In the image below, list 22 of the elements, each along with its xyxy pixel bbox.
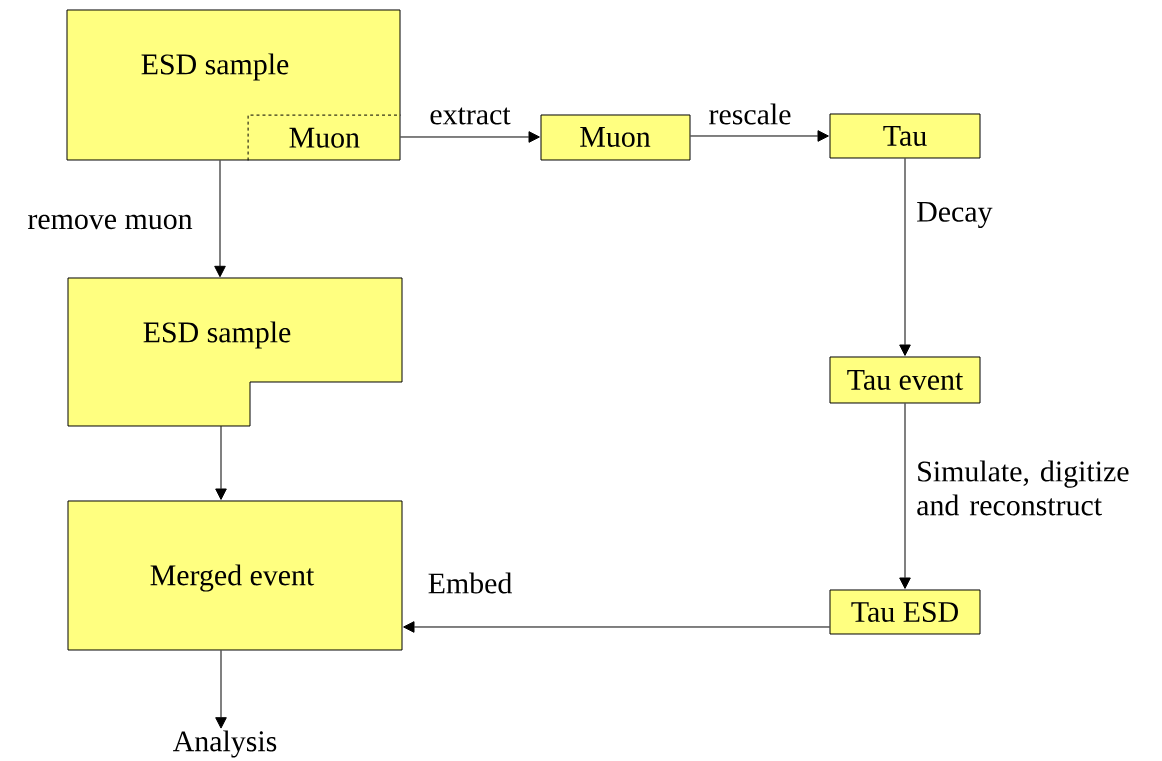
edge-label: Embed [428, 572, 512, 594]
edge-label: Decay [917, 202, 993, 228]
arrow [214, 160, 226, 278]
edge-label: Simulate, digitize and reconstruct [917, 460, 1129, 516]
process-box: Tau ESD [829, 589, 981, 635]
arrow [403, 621, 830, 633]
arrow [400, 131, 540, 143]
arrow [899, 403, 911, 589]
dataset-box: Merged event [67, 500, 403, 651]
process-box: Muon [540, 114, 691, 161]
process-box: Tau [829, 113, 981, 159]
arrow [215, 650, 227, 729]
dataset-box: ESD sample [67, 277, 403, 427]
arrow [899, 158, 911, 356]
edge-label: extract [430, 107, 511, 125]
end-label: Analysis [173, 730, 277, 758]
arrow [690, 130, 829, 142]
process-box: Tau event [829, 356, 981, 404]
edge-label: rescale [709, 103, 791, 125]
edge-label: remove muon [28, 214, 193, 230]
dashed-box: Muon [247, 114, 401, 161]
arrow [215, 425, 227, 500]
